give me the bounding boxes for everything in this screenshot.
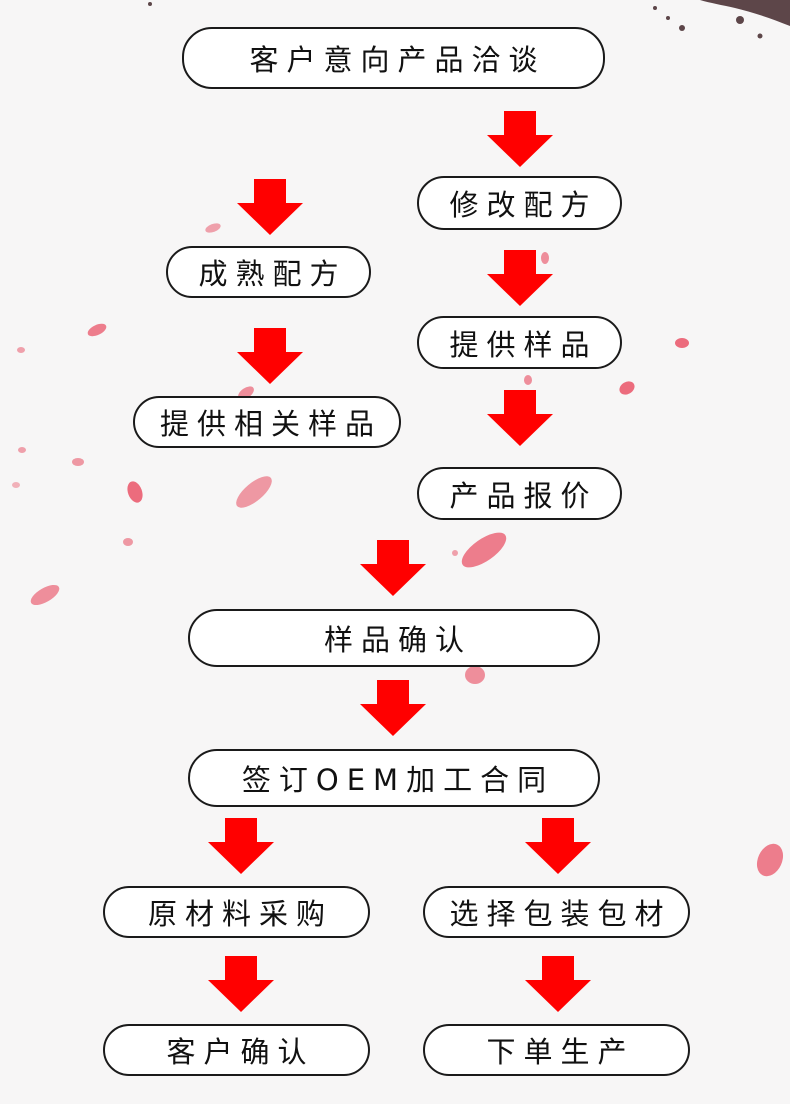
down-arrow-icon bbox=[360, 540, 426, 596]
step-sign-oem-contract: 签订OEM加工合同 bbox=[188, 749, 600, 807]
step-label: 产品报价 bbox=[449, 478, 598, 513]
step-label: 签订OEM加工合同 bbox=[241, 763, 555, 797]
step-label: 客户意向产品洽谈 bbox=[249, 43, 546, 77]
down-arrow-icon bbox=[237, 328, 303, 384]
step-label: 原材料采购 bbox=[147, 897, 333, 931]
step-label: 提供样品 bbox=[449, 327, 598, 362]
step-modify-formula: 修改配方 bbox=[417, 176, 622, 230]
down-arrow-icon bbox=[525, 956, 591, 1012]
down-arrow-icon bbox=[487, 111, 553, 167]
step-label: 提供相关样品 bbox=[159, 407, 382, 441]
down-arrow-icon bbox=[208, 818, 274, 874]
step-label: 样品确认 bbox=[323, 623, 472, 657]
step-provide-related-samples: 提供相关样品 bbox=[133, 396, 401, 448]
step-label: 客户确认 bbox=[166, 1035, 315, 1069]
step-label: 成熟配方 bbox=[198, 257, 347, 291]
down-arrow-icon bbox=[208, 956, 274, 1012]
step-place-order-production: 下单生产 bbox=[423, 1024, 690, 1076]
step-mature-formula: 成熟配方 bbox=[166, 246, 371, 298]
step-label: 选择包装包材 bbox=[449, 897, 672, 931]
step-raw-material-purchase: 原材料采购 bbox=[103, 886, 370, 938]
down-arrow-icon bbox=[360, 680, 426, 736]
step-sample-confirmation: 样品确认 bbox=[188, 609, 600, 667]
down-arrow-icon bbox=[487, 390, 553, 446]
step-provide-samples: 提供样品 bbox=[417, 316, 622, 369]
down-arrow-icon bbox=[525, 818, 591, 874]
step-label: 下单生产 bbox=[486, 1035, 635, 1069]
down-arrow-icon bbox=[237, 179, 303, 235]
step-product-quotation: 产品报价 bbox=[417, 467, 622, 520]
down-arrow-icon bbox=[487, 250, 553, 306]
step-choose-packaging: 选择包装包材 bbox=[423, 886, 690, 938]
step-label: 修改配方 bbox=[449, 188, 598, 222]
step-customer-negotiation: 客户意向产品洽谈 bbox=[182, 27, 605, 89]
step-customer-confirmation: 客户确认 bbox=[103, 1024, 370, 1076]
